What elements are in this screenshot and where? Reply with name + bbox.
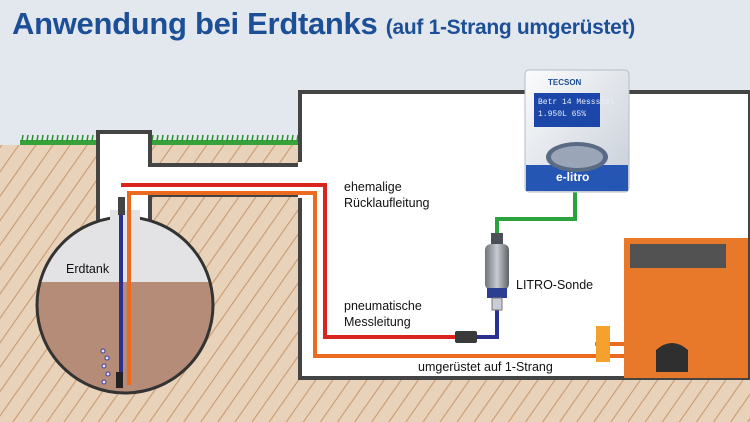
title-sub: (auf 1-Strang umgerüstet) xyxy=(385,16,635,39)
device-name: e-litro xyxy=(556,170,590,184)
label-messleitung: Messleitung xyxy=(344,315,411,329)
litro-probe xyxy=(485,233,509,311)
connector xyxy=(455,331,477,343)
e-litro-device xyxy=(524,69,630,193)
label-litro-sonde: LITRO-Sonde xyxy=(516,278,594,292)
pipe-blue-probe xyxy=(477,300,499,339)
page-title: Anwendung bei Erdtanks (auf 1-Strang umg… xyxy=(12,6,635,42)
label-ehemalige: ehemalige xyxy=(344,180,402,194)
label-erdtank: Erdtank xyxy=(66,262,110,276)
label-ruecklaufleitung: Rücklaufleitung xyxy=(344,196,430,210)
pipe-orange xyxy=(127,191,595,385)
pipe-green xyxy=(495,192,577,243)
bubbles xyxy=(100,348,111,385)
device-brand: TECSON xyxy=(548,78,582,87)
device-display-line1: Betr 14 Messstel xyxy=(538,98,615,107)
pipe-red xyxy=(121,183,455,339)
device-display-line2: 1.950L 65% xyxy=(538,110,587,119)
boiler xyxy=(596,238,748,378)
grass xyxy=(20,140,300,145)
label-umgeruestet: umgerüstet auf 1-Strang xyxy=(418,360,553,374)
connector xyxy=(118,197,125,215)
label-pneumatische: pneumatische xyxy=(344,299,422,313)
title-main: Anwendung bei Erdtanks xyxy=(12,6,378,41)
